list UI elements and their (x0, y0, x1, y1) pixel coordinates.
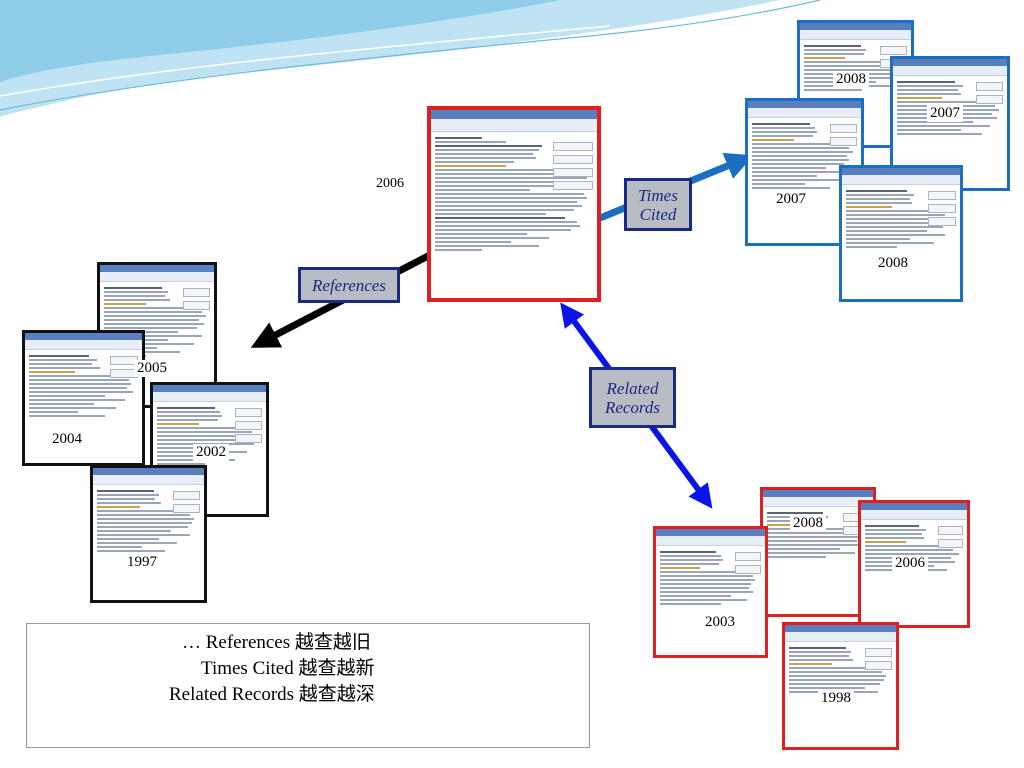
related-records-label-line-2: Records (604, 397, 661, 417)
related-year-2008: 2008 (790, 515, 826, 532)
reference-year-2004: 2004 (49, 431, 85, 448)
reference-record-1997 (90, 465, 207, 603)
times-cited-label: Times Cited (624, 178, 692, 231)
reference-year-1997: 1997 (124, 554, 160, 571)
central-record-2006 (427, 106, 601, 302)
related-record-1998 (782, 622, 899, 750)
related-year-2006: 2006 (892, 555, 928, 572)
citing-year-2007-right: 2007 (927, 105, 963, 122)
citing-year-2007-left: 2007 (773, 191, 809, 208)
times-cited-label-line-2: Cited (639, 204, 677, 224)
background-swoosh (0, 0, 821, 120)
caption-box: … References 越查越旧 Times Cited 越查越新 Relat… (26, 623, 590, 748)
center-year-label: 2006 (376, 176, 404, 191)
related-year-2003: 2003 (702, 614, 738, 631)
citing-year-2008-bottom: 2008 (875, 255, 911, 272)
times-cited-label-line-1: Times (638, 185, 678, 205)
related-year-1998: 1998 (818, 690, 854, 707)
caption-line-3: Related Records 越查越深 (169, 684, 375, 705)
references-label-text: References (312, 275, 386, 295)
citing-year-2008-top: 2008 (833, 71, 869, 88)
related-records-label-line-1: Related (606, 378, 659, 398)
related-records-label: Related Records (589, 367, 676, 428)
caption-line-1: … References 越查越旧 (182, 632, 371, 653)
citing-record-2008-bottom (839, 165, 963, 302)
caption-line-2: Times Cited 越查越新 (201, 658, 375, 679)
references-label: References (298, 267, 400, 303)
related-record-2003 (653, 526, 768, 658)
reference-year-2005: 2005 (134, 360, 170, 377)
reference-year-2002: 2002 (193, 444, 229, 461)
